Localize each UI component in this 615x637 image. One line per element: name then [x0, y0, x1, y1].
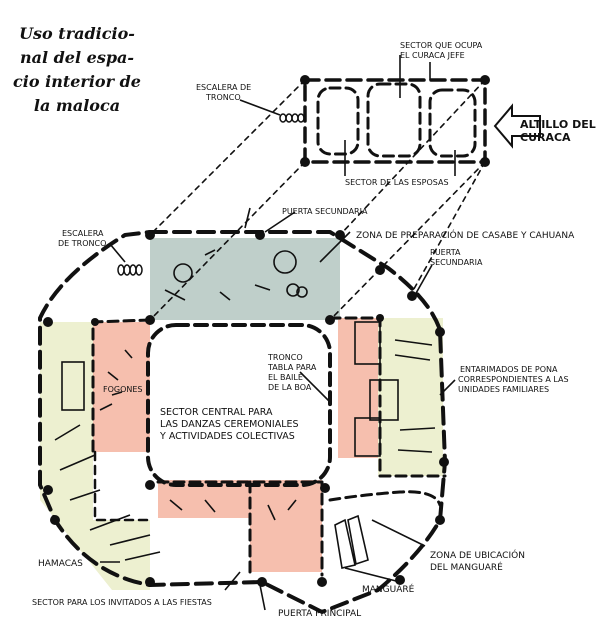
label-zona-manguare: ZONA DE UBICACIÓN [430, 549, 525, 561]
label-escalera-left: ESCALERA [62, 229, 104, 238]
label-escalera-top: TRONCO [205, 93, 241, 102]
zone-bottom-pink-right [250, 480, 322, 572]
post [407, 291, 417, 301]
label-zona-manguare: DEL MANGUARÉ [430, 561, 503, 573]
post [43, 317, 53, 327]
post [480, 75, 490, 85]
post [317, 577, 327, 587]
zone-platforms-right-pink [338, 318, 378, 458]
loft-projection [409, 161, 486, 297]
labels: SECTOR QUE OCUPA EL CURACA JEFE ALTILLO … [32, 41, 596, 619]
zone-casabe-preparation [150, 238, 340, 320]
label-entarimados: CORRESPONDIENTES A LAS [458, 375, 569, 384]
label-invitados: SECTOR PARA LOS INVITADOS A LAS FIESTAS [32, 598, 212, 607]
title-line: la maloca [33, 96, 121, 115]
post [480, 157, 490, 167]
title-line: cio interior de [13, 72, 141, 91]
pot-icon [296, 286, 308, 298]
label-entarimados: ENTARIMADOS DE PONA [460, 365, 558, 374]
post [257, 577, 267, 587]
altillo-cell [316, 86, 360, 156]
title-line: nal del espa- [19, 48, 135, 67]
label-altillo: ALTILLO DEL [520, 118, 596, 131]
label-tronco: TRONCO [267, 353, 303, 362]
pot-icon [286, 283, 300, 297]
altillo-frame [303, 78, 487, 164]
label-entarimados: UNIDADES FAMILIARES [458, 385, 549, 394]
hearth-marks [99, 349, 297, 521]
label-puerta-principal: PUERTA PRINCIPAL [278, 609, 361, 619]
label-manguare: MANGUARÉ [362, 583, 415, 595]
platform-box [354, 417, 381, 457]
diagram-title: Uso tradicio- nal del espa- cio interior… [2, 22, 152, 118]
ladder-left-icon [117, 264, 143, 276]
loft-projection [149, 79, 486, 321]
altillo-cell [366, 82, 422, 158]
zones [40, 238, 443, 590]
ladder-top-icon [279, 113, 305, 123]
hammock-lines [54, 424, 161, 561]
grinder-icon [164, 249, 271, 301]
post [435, 515, 445, 525]
post [255, 230, 265, 240]
label-central: LAS DANZAS CEREMONIALES [160, 419, 299, 430]
label-escalera-left: DE TRONCO [58, 239, 106, 248]
altillo-loft [149, 78, 487, 321]
zone-family-platforms-right [378, 318, 443, 476]
label-sector-curaca: SECTOR QUE OCUPA [400, 41, 483, 50]
central-dance-area [146, 323, 332, 487]
label-altillo: CURACA [520, 131, 571, 144]
label-puerta-secundaria: PUERTA SECUNDARIA [282, 207, 368, 216]
zone-hearths-left [93, 322, 150, 452]
inner-ring-right [328, 316, 447, 478]
post [300, 157, 310, 167]
post [145, 480, 155, 490]
label-tronco: EL BAILE [268, 373, 303, 382]
altillo-cell [428, 88, 477, 158]
label-central: Y ACTIVIDADES COLECTIVAS [159, 431, 295, 442]
label-puerta-secundaria-right: SECUNDARIA [430, 258, 483, 267]
leader-lines [100, 55, 456, 611]
post [376, 314, 384, 322]
label-puerta-secundaria-right: PUERTA [430, 248, 461, 257]
post [439, 457, 449, 467]
label-sector-curaca: EL CURACA JEFE [400, 51, 465, 60]
post [435, 327, 445, 337]
label-tronco: DE LA BOA [268, 383, 312, 392]
post [395, 575, 405, 585]
label-sector-esposas: SECTOR DE LAS ESPOSAS [345, 178, 449, 187]
label-fogones: FOGONES [103, 385, 143, 394]
label-escalera-top: ESCALERA DE [196, 83, 251, 92]
altillo-arrow-icon [493, 103, 541, 149]
hammock-box [61, 361, 85, 411]
zone-guests-left [40, 322, 150, 590]
platform-lines [394, 339, 436, 453]
post [91, 318, 99, 326]
label-hamacas: HAMACAS [38, 559, 83, 569]
label-central: SECTOR CENTRAL PARA [160, 407, 273, 418]
sketch-details [54, 249, 436, 569]
pot-icon [173, 263, 193, 283]
title-line: Uso tradicio- [19, 24, 135, 43]
left-corridor [93, 450, 152, 522]
platform-box [354, 321, 381, 365]
post [300, 75, 310, 85]
post [145, 577, 155, 587]
post [50, 515, 60, 525]
right-corridor [328, 490, 442, 507]
altillo-posts [300, 75, 490, 167]
pot-icon [273, 250, 297, 274]
platform-box [369, 379, 399, 421]
ladders [117, 113, 305, 276]
manguare-drum-icon [334, 514, 369, 569]
label-tronco: TABLA PARA [267, 363, 317, 372]
bottom-sector-line [156, 480, 324, 577]
post [320, 483, 330, 493]
post [43, 485, 53, 495]
label-zona-casabe: ZONA DE PREPARACIÓN DE CASABE Y CAHUANA [356, 229, 575, 241]
